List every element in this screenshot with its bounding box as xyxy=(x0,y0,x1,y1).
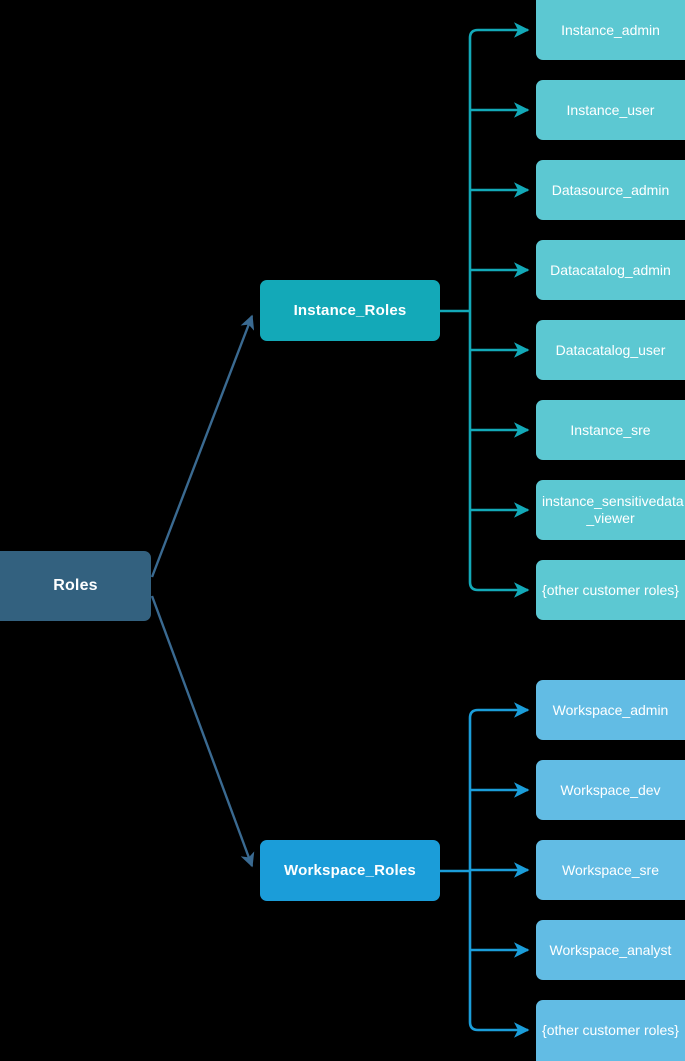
node-workspace-sre-label: Workspace_sre xyxy=(561,861,659,878)
node-workspace-admin[interactable]: Workspace_admin xyxy=(536,680,685,740)
node-instance-sensitivedata-viewer[interactable]: instance_sensitivedata _viewer xyxy=(536,480,685,540)
node-instance-sre[interactable]: Instance_sre xyxy=(536,400,685,460)
node-workspace-roles[interactable]: Workspace_Roles xyxy=(260,840,440,901)
node-datacatalog-user[interactable]: Datacatalog_user xyxy=(536,320,685,380)
node-workspace-sre[interactable]: Workspace_sre xyxy=(536,840,685,900)
node-instance-other-customer-roles[interactable]: {other customer roles} xyxy=(536,560,685,620)
edge-roles-to-workspace-roles xyxy=(150,595,255,868)
node-instance-admin-label: Instance_admin xyxy=(561,21,660,38)
node-workspace-other-customer-roles-label: {other customer roles} xyxy=(542,1022,679,1039)
node-workspace-dev-label: Workspace_dev xyxy=(560,781,661,798)
node-instance-user-label: Instance_user xyxy=(566,101,655,118)
edge-instance-branch-1 xyxy=(468,22,530,39)
edge-workspace-branch-5 xyxy=(468,1021,530,1038)
node-datasource-admin-label: Datasource_admin xyxy=(551,181,670,198)
node-instance-user[interactable]: Instance_user xyxy=(536,80,685,140)
node-roles-label: Roles xyxy=(53,576,98,594)
edge-roles-to-instance-roles xyxy=(150,314,255,578)
node-instance-admin[interactable]: Instance_admin xyxy=(536,0,685,60)
node-workspace-admin-label: Workspace_admin xyxy=(552,701,669,718)
node-workspace-other-customer-roles[interactable]: {other customer roles} xyxy=(536,1000,685,1061)
edge-instance-branch-8 xyxy=(468,581,530,598)
node-instance-sensitivedata-viewer-label: instance_sensitivedata _viewer xyxy=(542,493,684,526)
node-instance-sre-label: Instance_sre xyxy=(570,421,651,438)
node-workspace-analyst-label: Workspace_analyst xyxy=(549,941,672,958)
edge-workspace-branch-1 xyxy=(468,702,530,719)
node-workspace-roles-label: Workspace_Roles xyxy=(284,861,416,879)
node-datacatalog-admin-label: Datacatalog_admin xyxy=(550,261,671,278)
node-datacatalog-user-label: Datacatalog_user xyxy=(555,341,666,358)
node-roles[interactable]: Roles xyxy=(0,551,151,621)
node-workspace-analyst[interactable]: Workspace_analyst xyxy=(536,920,685,980)
node-workspace-dev[interactable]: Workspace_dev xyxy=(536,760,685,820)
node-instance-other-customer-roles-label: {other customer roles} xyxy=(542,581,679,598)
node-datasource-admin[interactable]: Datasource_admin xyxy=(536,160,685,220)
node-instance-roles[interactable]: Instance_Roles xyxy=(260,280,440,341)
node-instance-roles-label: Instance_Roles xyxy=(293,301,407,319)
node-datacatalog-admin[interactable]: Datacatalog_admin xyxy=(536,240,685,300)
